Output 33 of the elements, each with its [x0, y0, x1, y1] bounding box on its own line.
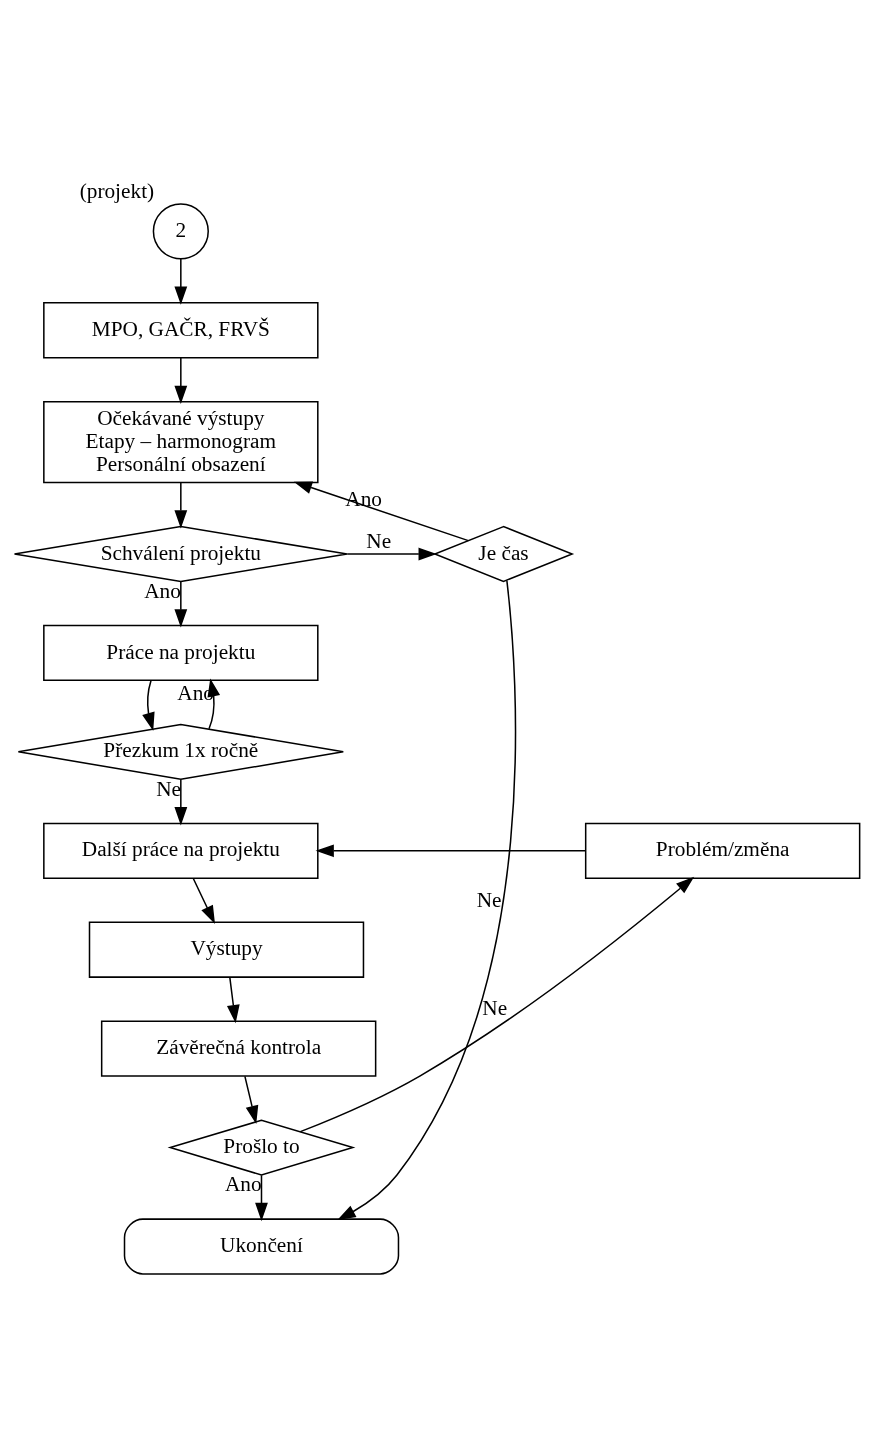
node-box: Problém/změna	[584, 822, 861, 879]
arrow	[174, 580, 188, 628]
arrow	[174, 778, 188, 825]
arrow	[255, 1174, 268, 1221]
node-diamond: Schválení projektu	[13, 525, 348, 582]
arrow	[346, 547, 437, 560]
arrow	[315, 843, 587, 857]
arrow	[192, 877, 215, 924]
node-diamond: Je čas	[432, 525, 575, 582]
node-box: MPO, GAČR, FRVŠ	[43, 301, 319, 358]
arrow	[142, 679, 155, 731]
node-circle: 2	[152, 202, 209, 259]
arrow	[244, 1075, 259, 1124]
edge-label: Ano	[345, 486, 382, 511]
arrow	[174, 356, 188, 404]
arrow	[337, 579, 517, 1220]
node-diamond: Prošlo to	[167, 1118, 356, 1176]
arrow	[174, 257, 188, 305]
arrow	[299, 876, 695, 1132]
node-box: Další práce na projektu	[43, 822, 319, 879]
edge-label: Ne	[482, 995, 508, 1020]
arrow	[174, 481, 188, 528]
node-box: Výstupy	[88, 921, 365, 978]
arrow	[293, 481, 470, 541]
node-diamond: Přezkum 1x ročně	[17, 723, 345, 780]
edge-label: Ne	[366, 528, 392, 553]
arrow	[226, 976, 240, 1023]
node-box: Závěrečná kontrola	[100, 1020, 377, 1077]
node-label: (projekt)	[79, 178, 155, 203]
node-box: Práce na projektu	[43, 624, 319, 681]
node-box: Ukončení	[123, 1217, 400, 1275]
edge-label: Ne	[476, 887, 502, 912]
node-box: Očekávané výstupy Etapy – harmonogram Personální obsazení	[43, 400, 319, 483]
